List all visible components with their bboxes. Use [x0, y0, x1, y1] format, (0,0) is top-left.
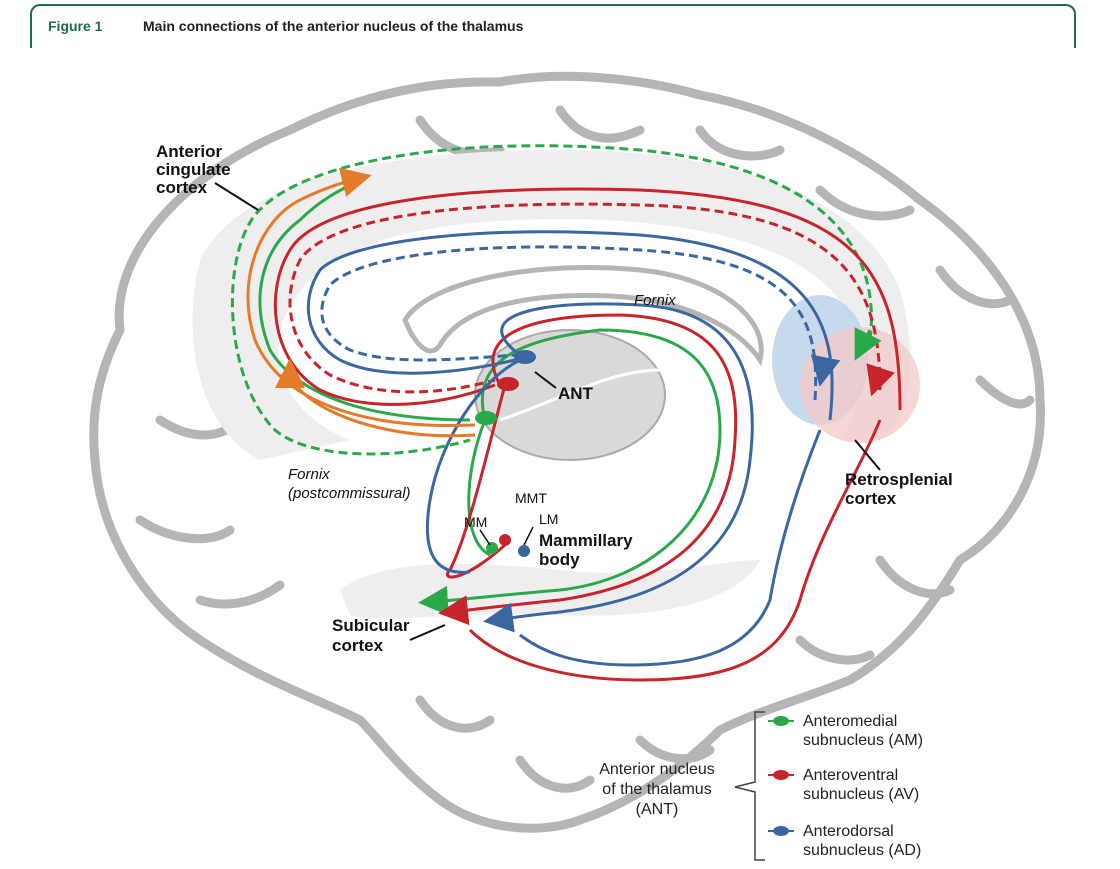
acc-leader [214, 182, 259, 211]
corpus-callosum [402, 264, 764, 367]
blue-pathway-dashed [320, 245, 818, 401]
mm-leader [479, 529, 491, 546]
green-pathway-dashed [230, 144, 873, 456]
lm-dot [518, 545, 530, 557]
fornix-post-label-1: Fornix [288, 466, 330, 483]
ant-ad-nucleus [514, 350, 536, 364]
legend-ad-line1: Anterodorsal [803, 823, 894, 840]
green-fornix-loop [418, 328, 722, 616]
rsc-leader [854, 439, 881, 471]
acc-label-1: Anterior [156, 142, 223, 161]
thalamus-line [499, 368, 661, 422]
blue-arrow-rsc [810, 354, 841, 387]
fornix-label: Fornix [634, 292, 676, 309]
mammillary-label-2: body [539, 550, 580, 569]
sub-leader [409, 624, 446, 641]
ant-leader [534, 371, 557, 389]
blue-pathway-solid [306, 230, 834, 421]
sub-label-1: Subicular [332, 616, 410, 635]
legend-av-swatch [773, 770, 789, 780]
legend-ad-line2: subnucleus (AD) [803, 842, 921, 859]
legend-bracket [734, 711, 765, 861]
ant-am-nucleus [475, 411, 497, 425]
lm-av-dot [499, 534, 511, 546]
orange-pathway-2 [275, 358, 476, 438]
figure-title: Main connections of the anterior nucleus… [143, 18, 524, 34]
sub-label-2: cortex [332, 636, 384, 655]
legend-av-line2: subnucleus (AV) [803, 786, 919, 803]
red-pathway-outer [273, 187, 902, 411]
fornix-post-label-2: (postcommissural) [288, 485, 411, 502]
legend-group-2: of the thalamus [602, 781, 711, 798]
mm-label: MM [464, 514, 487, 530]
legend-group-3: (ANT) [636, 801, 679, 818]
legend-av-line1: Anteroventral [803, 767, 898, 784]
red-pathway-dashed [288, 202, 882, 394]
mammillary-label-1: Mammillary [539, 531, 633, 550]
lm-leader [523, 526, 534, 546]
legend-ad-swatch [773, 826, 789, 836]
blue-fornix-loop [483, 302, 754, 633]
rsc-label-2: cortex [845, 489, 897, 508]
legend-group-1: Anterior nucleus [599, 761, 715, 778]
ant-label: ANT [558, 384, 594, 403]
green-mm-loop [467, 419, 491, 557]
figure-frame [30, 4, 1076, 48]
red-fornix-loop [438, 313, 738, 626]
blue-retrosplenial-loop [519, 429, 822, 667]
legend-am-swatch [773, 716, 789, 726]
legend-am-line1: Anteromedial [803, 713, 897, 730]
mmt-label: MMT [515, 490, 547, 506]
red-retrosplenial-loop [468, 419, 882, 682]
cingulate-band [192, 150, 911, 460]
lm-label: LM [539, 511, 558, 527]
acc-label-3: cortex [156, 178, 208, 197]
green-pathway-solid [258, 178, 471, 422]
figure-label: Figure 1 [48, 18, 103, 34]
red-arrow-rsc [866, 363, 895, 397]
green-arrow-rsc [854, 327, 882, 361]
blue-mm-loop [425, 358, 521, 574]
mm-dot [486, 542, 498, 554]
legend-am-line2: subnucleus (AM) [803, 732, 923, 749]
ant-av-nucleus [497, 377, 519, 391]
legend: Anterior nucleus of the thalamus (ANT) A… [599, 711, 923, 861]
rsc-label-1: Retrosplenial [845, 470, 953, 489]
retrosplenial-red-patch [800, 327, 920, 443]
orange-pathway-1 [246, 167, 476, 428]
acc-label-2: cingulate [156, 160, 231, 179]
